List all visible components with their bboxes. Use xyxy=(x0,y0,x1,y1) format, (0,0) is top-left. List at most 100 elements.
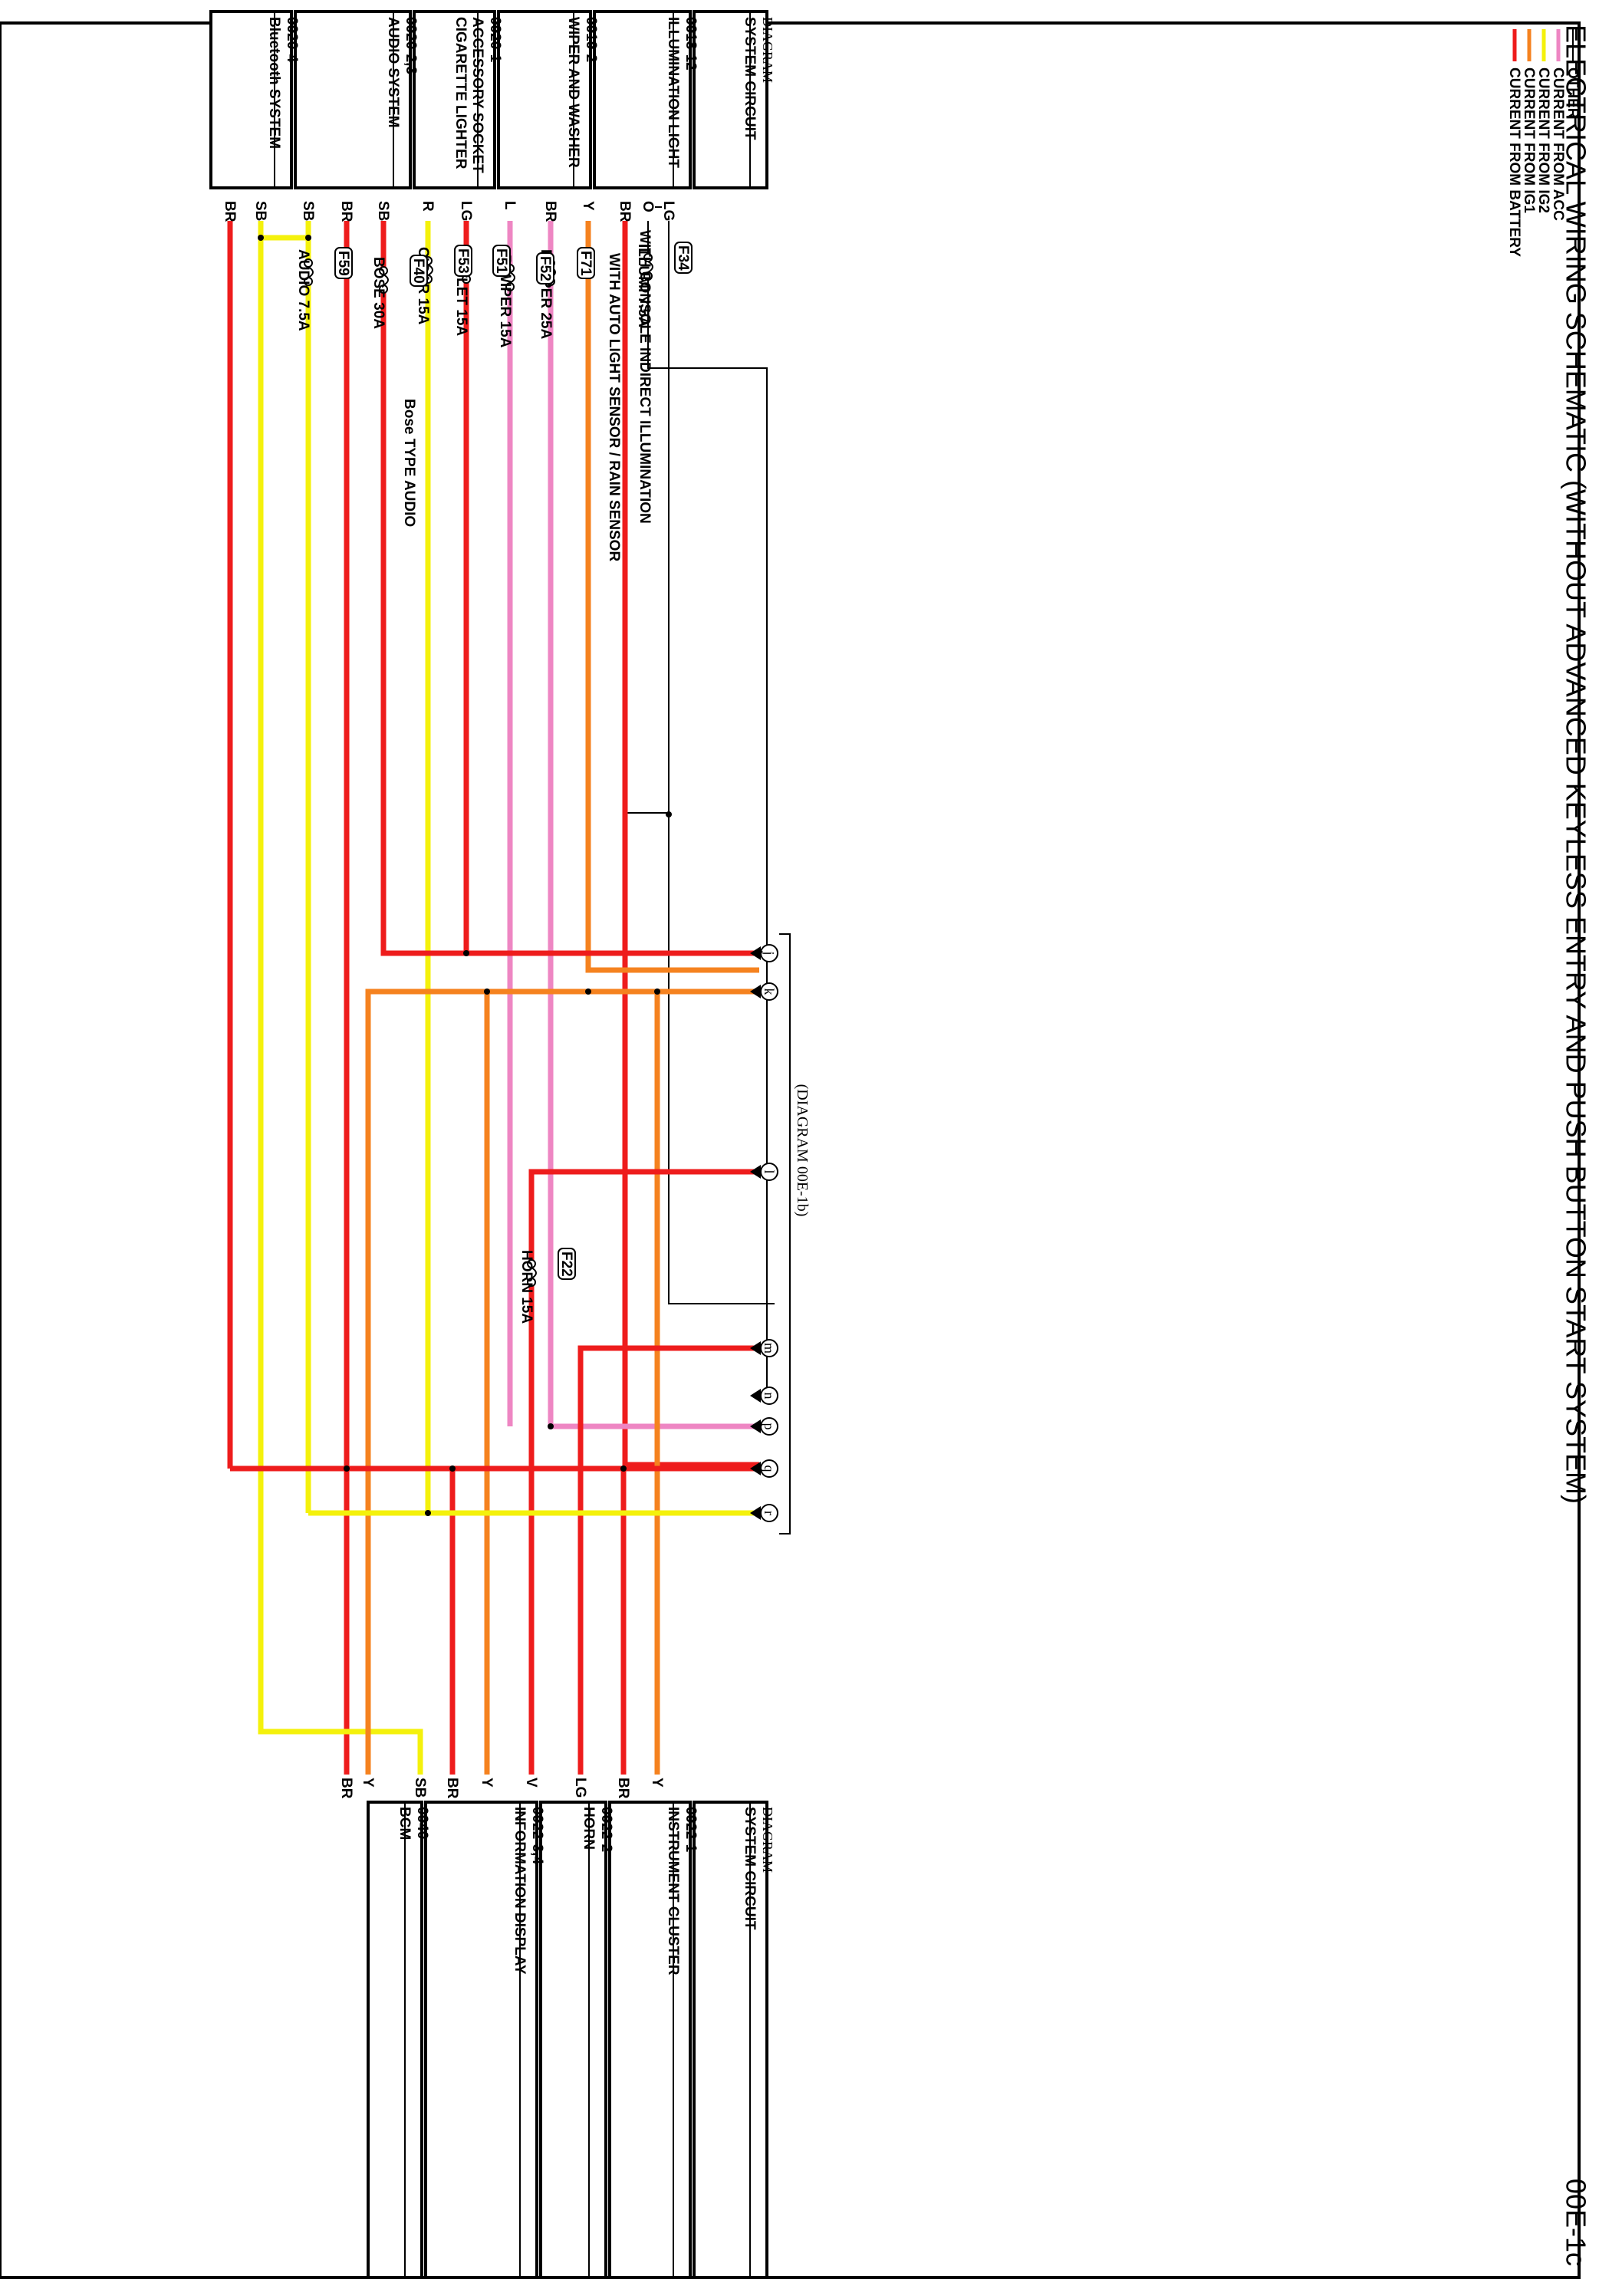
connector-m: m xyxy=(750,1339,778,1357)
wire-code: Y xyxy=(360,1778,376,1788)
wire-illum-lg xyxy=(647,207,768,1396)
box-label: BCM xyxy=(396,1807,413,1840)
wire-code: BR xyxy=(444,1778,460,1799)
splice-dot xyxy=(425,1510,431,1516)
connector-j: j xyxy=(750,944,778,962)
connector-label: p xyxy=(762,1423,777,1430)
fuse-id: F22 xyxy=(558,1252,574,1277)
legend-label-ig1: CURRENT FROM IG1 xyxy=(1521,67,1537,213)
splice-dot xyxy=(305,235,311,241)
legend-label-acc: CURRENT FROM ACC xyxy=(1550,67,1566,221)
box-header-title: DIAGRAM xyxy=(760,1807,775,1873)
wire-illum-lg-1 xyxy=(648,206,775,1304)
fuse-id: F59 xyxy=(335,251,351,276)
box-code: 0940 xyxy=(414,1807,430,1839)
splice-dot xyxy=(620,1465,627,1472)
splice-dot xyxy=(344,1465,350,1472)
connector-q: q xyxy=(750,1459,778,1478)
wire-illum-br xyxy=(622,207,759,1468)
wire-code: LG xyxy=(458,201,474,221)
fuse-id: F34 xyxy=(675,245,691,271)
wire-code: BR xyxy=(615,1778,631,1799)
box-code: 0920-1 xyxy=(487,17,503,63)
connector-n: n xyxy=(750,1386,778,1405)
fuse-f52: R.WIPER 15A F52 xyxy=(497,252,554,348)
wire-code: SB xyxy=(412,1778,428,1798)
box-header-title: DIAGRAM xyxy=(760,17,775,83)
connector-label: j xyxy=(762,950,777,955)
fuse-name: R.WIPER 15A xyxy=(497,255,513,348)
box-label: AUDIO SYSTEM xyxy=(385,17,401,128)
wire-code: BR xyxy=(338,201,354,222)
connector-p: p xyxy=(750,1417,778,1436)
wire-bt-sb xyxy=(258,207,423,1794)
wire-wiper-y xyxy=(585,207,759,973)
connector-label: q xyxy=(762,1465,777,1472)
box-label: INSTRUMENT CLUSTER xyxy=(665,1807,681,1975)
note-auto-light: WITH AUTO LIGHT SENSOR / RAIN SENSOR xyxy=(606,253,622,561)
wire-cigar-r xyxy=(425,207,759,1516)
splice-dot xyxy=(548,1423,554,1429)
box-code: 0922-3,4 xyxy=(529,1807,545,1864)
box-label: ACCESSORY SOCKET xyxy=(469,17,485,173)
fuse-f40: BOSE 30A F40 xyxy=(370,255,428,329)
connector-k: k xyxy=(750,982,778,1001)
wire-code: O xyxy=(640,201,656,212)
wire-code: Y xyxy=(649,1778,665,1788)
wire-code: Y xyxy=(479,1778,495,1788)
wire-code: L xyxy=(502,201,518,210)
connector-r: r xyxy=(750,1504,778,1522)
wire-code: BR xyxy=(542,201,558,222)
connector-label: n xyxy=(762,1393,777,1400)
box-code: 0920-2,3 xyxy=(403,17,419,74)
wire-code: R xyxy=(419,201,436,212)
legend-label-ig2: CURRENT FROM IG2 xyxy=(1535,67,1551,213)
legend-label-battery: CURRENT FROM BATTERY xyxy=(1506,67,1522,257)
splice-dots xyxy=(258,235,672,1516)
page-title: ELECTRICAL WIRING SCHEMATIC (WITHOUT ADV… xyxy=(1561,25,1592,1504)
connector-bracket xyxy=(779,933,791,1535)
wire-l-horn xyxy=(528,1169,759,1794)
connector-label: l xyxy=(762,1169,777,1173)
fuse-name: BOSE 30A xyxy=(370,257,387,329)
splice-dot xyxy=(654,988,660,995)
legend: CURRENT FROM BATTERY CURRENT FROM IG1 CU… xyxy=(1506,29,1581,257)
splice-dot xyxy=(666,811,672,817)
page-code: 00E-1c xyxy=(1561,2179,1592,2266)
connector-label: k xyxy=(762,988,777,995)
box-header-subtitle: SYSTEM CIRCUIT xyxy=(742,17,758,140)
wire-code: SB xyxy=(375,201,391,221)
splice-dot xyxy=(484,988,490,995)
wire-code: BR xyxy=(617,201,633,222)
box-header-subtitle: SYSTEM CIRCUIT xyxy=(742,1807,758,1930)
fuse-id: F40 xyxy=(410,258,426,284)
note-bose: Bose TYPE AUDIO xyxy=(401,399,417,527)
box-label: ILLUMINATION LIGHT xyxy=(665,17,681,168)
box-label: Bluetooth SYSTEM xyxy=(266,17,282,149)
box-code: 0919-2 xyxy=(583,17,599,62)
wire-code: V xyxy=(523,1778,539,1788)
box-code: 0918-12 xyxy=(683,17,699,71)
fuse-id: F52 xyxy=(537,256,553,281)
wire-code: SB xyxy=(252,201,268,221)
wire-bose-sb xyxy=(380,207,759,956)
